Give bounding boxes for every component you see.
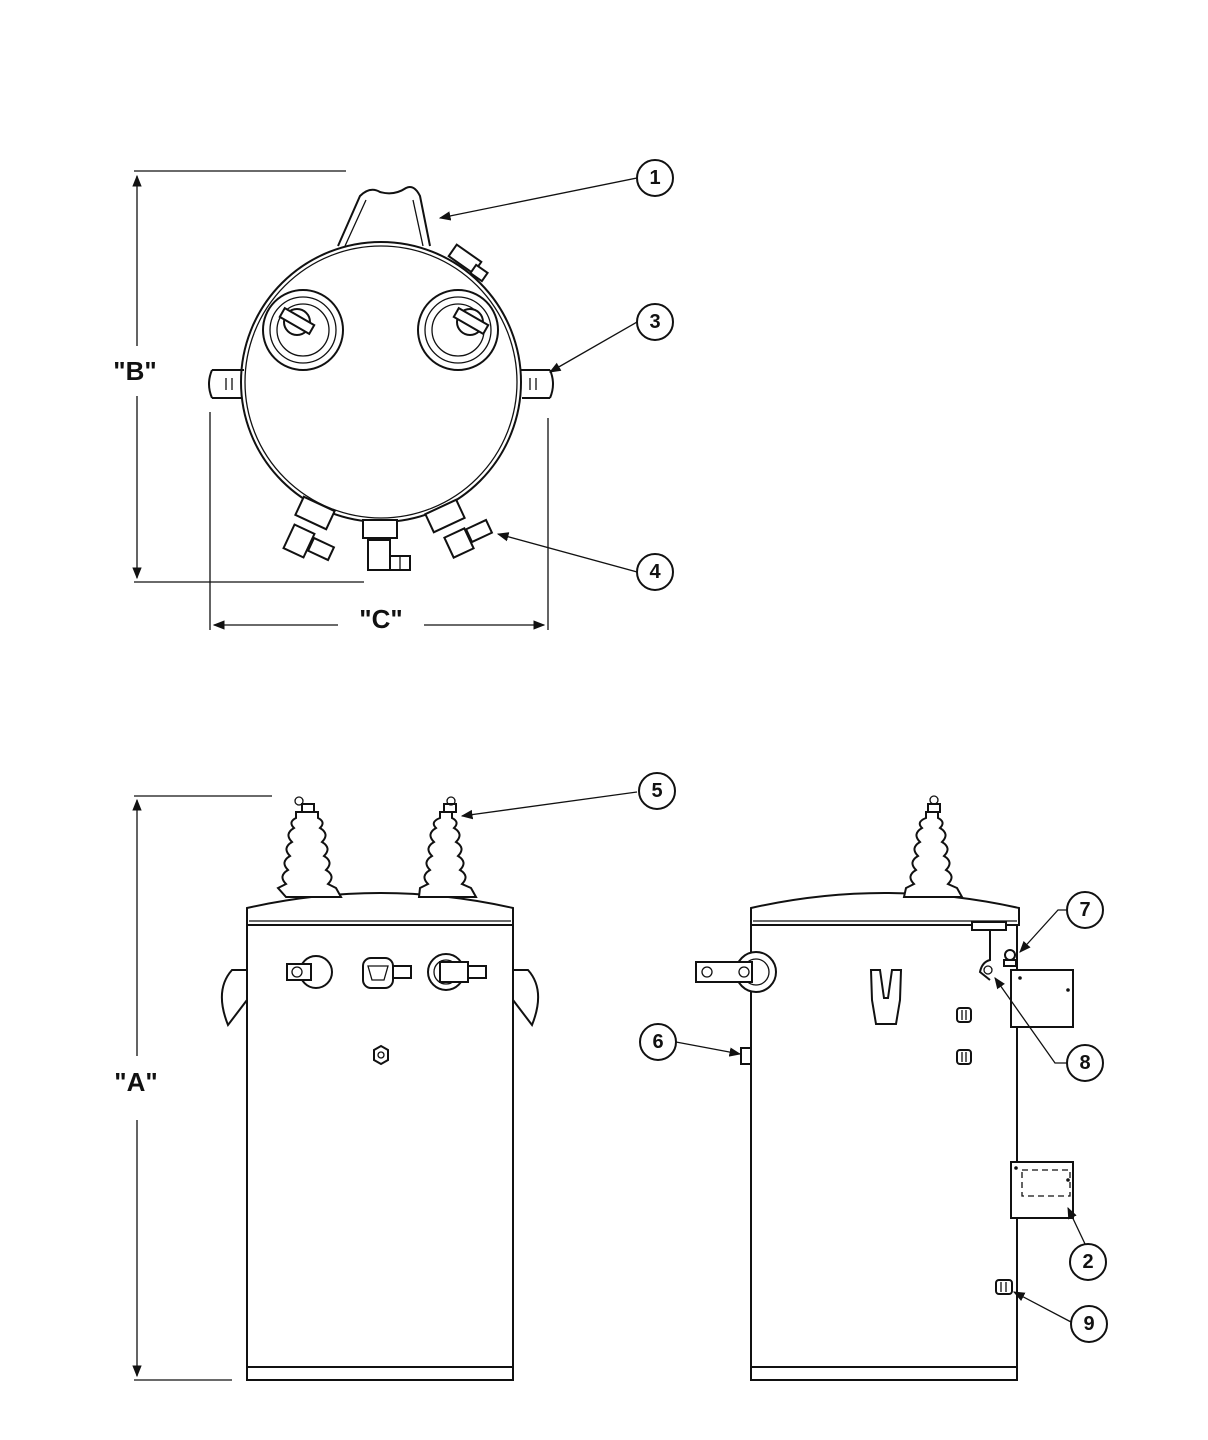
callout-9: 9 bbox=[1070, 1305, 1108, 1343]
right-mounting-bracket bbox=[520, 369, 554, 399]
callout-1: 1 bbox=[636, 159, 674, 197]
side-hanger-bracket bbox=[869, 969, 903, 1025]
dimension-b-label: "B" bbox=[113, 356, 156, 386]
lv-terminal-front-left bbox=[286, 955, 333, 989]
hv-bushing-top-right bbox=[417, 289, 499, 371]
callout-6: 6 bbox=[639, 1023, 677, 1061]
front-view: "A" bbox=[114, 791, 638, 1381]
lv-terminal-front-center bbox=[362, 957, 412, 989]
callout-2: 2 bbox=[1069, 1243, 1107, 1281]
side-fitting bbox=[740, 1047, 752, 1065]
svg-text:8: 8 bbox=[1079, 1052, 1090, 1074]
lv-terminal-left bbox=[282, 495, 336, 562]
pressure-relief-fitting bbox=[447, 243, 489, 283]
ground-bolt-lower bbox=[956, 1049, 972, 1065]
hv-bushing-front-left bbox=[276, 796, 343, 898]
nameplate-upper bbox=[1010, 969, 1074, 1028]
svg-text:2: 2 bbox=[1082, 1251, 1093, 1273]
dimension-a-label: "A" bbox=[114, 1067, 157, 1097]
front-right-hanger-lug bbox=[512, 969, 539, 1028]
dimension-c bbox=[209, 412, 549, 630]
callout-5: 5 bbox=[638, 772, 676, 810]
callout-4: 4 bbox=[636, 553, 674, 591]
svg-text:6: 6 bbox=[652, 1031, 663, 1053]
tank-top-outline bbox=[240, 241, 522, 523]
hanger-handle bbox=[337, 186, 431, 247]
tank-front-body bbox=[246, 924, 514, 1381]
top-view: "B" "C" bbox=[113, 170, 638, 634]
callout-7: 7 bbox=[1066, 891, 1104, 929]
lv-terminal-center bbox=[362, 519, 411, 571]
dimension-c-label: "C" bbox=[359, 604, 402, 634]
callout-8: 8 bbox=[1066, 1044, 1104, 1082]
svg-text:4: 4 bbox=[649, 561, 661, 583]
lv-terminal-side bbox=[695, 951, 777, 993]
svg-text:3: 3 bbox=[649, 311, 660, 333]
arrester-bracket bbox=[971, 921, 1007, 981]
hv-bushing-side bbox=[902, 795, 964, 898]
callout-3: 3 bbox=[636, 303, 674, 341]
tank-side-cover bbox=[750, 892, 1020, 926]
drain-valve bbox=[995, 1279, 1013, 1295]
front-left-hanger-lug bbox=[221, 969, 248, 1028]
dimension-a bbox=[132, 795, 272, 1381]
lv-terminal-front-right bbox=[427, 953, 487, 991]
lv-terminal-right bbox=[424, 498, 494, 559]
svg-text:9: 9 bbox=[1083, 1313, 1094, 1335]
tank-front-cover bbox=[246, 892, 514, 926]
front-hex-plug bbox=[373, 1044, 389, 1066]
svg-text:1: 1 bbox=[649, 167, 660, 189]
dimension-b bbox=[132, 170, 364, 583]
hv-bushing-front-right bbox=[417, 796, 478, 898]
left-mounting-bracket bbox=[208, 369, 244, 399]
side-view bbox=[675, 795, 1087, 1381]
svg-text:5: 5 bbox=[651, 780, 662, 802]
nameplate-lower bbox=[1010, 1161, 1074, 1219]
hv-bushing-top-left bbox=[262, 289, 344, 371]
ground-bolt-upper bbox=[956, 1007, 972, 1023]
tank-ground-lug bbox=[1003, 949, 1017, 967]
svg-text:7: 7 bbox=[1079, 899, 1090, 921]
